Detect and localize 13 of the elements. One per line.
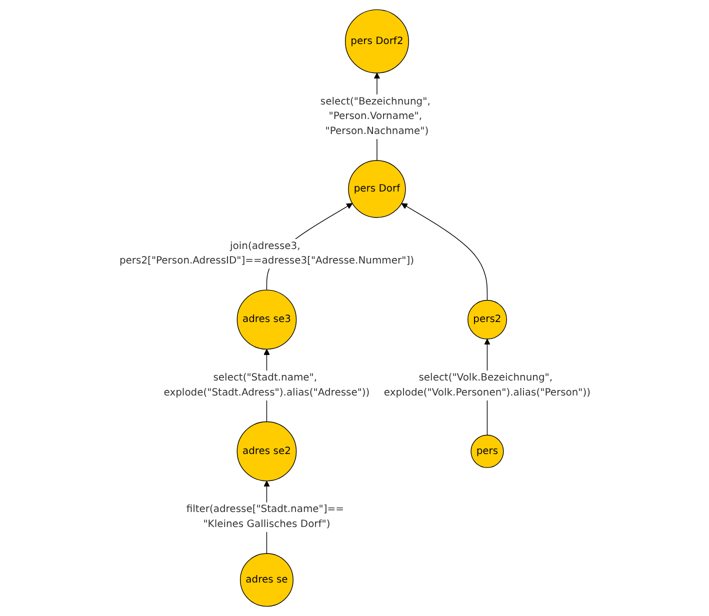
edge-label: filter(adresse["Stadt.name"]== "Kleines Gallisches Dorf") — [186, 504, 344, 530]
node-circle: adres se — [239, 553, 293, 607]
node-circle: pers Dorf2 — [344, 9, 408, 74]
node-circle: adres se2 — [236, 421, 296, 482]
edge-label: select("Bezeichnung", "Person.Vorname", "Person.Nachname") — [320, 96, 430, 138]
arrow — [400, 203, 488, 301]
node-circle: pers Dorf — [348, 160, 406, 218]
node-circle: pers2 — [466, 300, 506, 340]
edge-label: select("Volk.Bezeichnung", explode("Volk.Personen").alias("Person")) — [383, 372, 590, 398]
node-circle: pers — [470, 434, 504, 468]
edge-label: join(adresse3, pers2["Person.AdressID"]==adresse3["Adresse.Nummer"]) — [118, 240, 414, 267]
node-circle: adres se3 — [236, 290, 296, 350]
edge-label: select("Stadt.name", explode("Stadt.Adress").alias("Adresse")) — [163, 372, 370, 398]
